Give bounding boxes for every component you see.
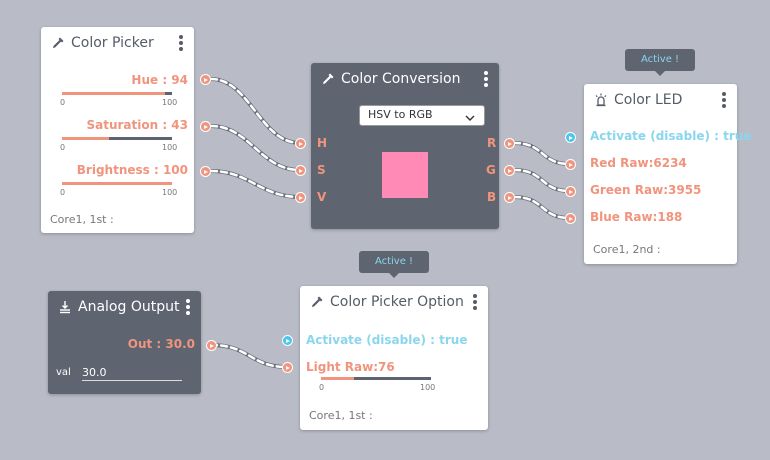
chevron-down-icon	[465, 110, 475, 128]
color-led-active-badge: Active !	[625, 49, 695, 76]
menu-icon[interactable]	[186, 299, 190, 317]
eyedropper-icon	[310, 295, 324, 309]
led-green-input-port[interactable]	[565, 186, 576, 197]
brightness-max: 100	[162, 188, 178, 197]
wire-sat-s	[209, 124, 302, 172]
color-picker-option-title: Color Picker Option	[310, 294, 464, 310]
picker-option-footer: Core1, 1st :	[309, 409, 373, 422]
analog-output-title: Analog Output	[58, 299, 179, 315]
output-r-label: R	[487, 136, 497, 150]
wire-hue-h	[209, 77, 302, 145]
hue-slider-fill	[62, 92, 165, 95]
color-led-footer: Core1, 2nd :	[593, 243, 661, 256]
led-icon	[594, 93, 608, 107]
color-picker-title: Color Picker	[51, 35, 154, 51]
input-h-label: H	[317, 136, 328, 150]
led-blue-input-port[interactable]	[565, 213, 576, 224]
wire-b-blue	[512, 195, 572, 220]
light-raw-input-port[interactable]	[282, 362, 293, 373]
val-label: val	[56, 367, 71, 378]
wire-out-light	[209, 343, 289, 369]
light-slider[interactable]	[321, 377, 431, 380]
saturation-min: 0	[60, 143, 66, 152]
wire-bri-v	[209, 169, 302, 199]
color-led-title: Color LED	[594, 92, 682, 108]
output-g-label: G	[486, 163, 496, 177]
led-activate-label: Activate (disable) : true	[590, 129, 752, 143]
hue-min: 0	[60, 98, 66, 107]
menu-icon[interactable]	[484, 71, 488, 89]
color-preview-swatch	[382, 152, 428, 198]
led-activate-input-port[interactable]	[565, 132, 576, 143]
eyedropper-icon	[51, 36, 65, 50]
saturation-output-port[interactable]	[200, 121, 211, 132]
led-green-raw-label: Green Raw:3955	[590, 183, 702, 197]
analog-output-node[interactable]: Analog Output Out : 30.0 val 30.0	[48, 291, 201, 394]
saturation-slider[interactable]	[62, 137, 172, 140]
brightness-output-port[interactable]	[200, 166, 211, 177]
output-b-label: B	[487, 190, 497, 204]
saturation-label: Saturation : 43	[86, 118, 188, 132]
eyedropper-icon	[321, 72, 335, 86]
led-red-raw-label: Red Raw:6234	[590, 156, 687, 170]
b-output-port[interactable]	[504, 192, 515, 203]
g-output-port[interactable]	[504, 165, 515, 176]
conversion-mode-value: HSV to RGB	[368, 108, 433, 121]
hue-output-port[interactable]	[200, 74, 211, 85]
wire-r-red	[512, 141, 572, 166]
option-activate-label: Activate (disable) : true	[306, 333, 468, 347]
menu-icon[interactable]	[179, 35, 183, 53]
color-picker-footer: Core1, 1st :	[50, 213, 114, 226]
color-conversion-title: Color Conversion	[321, 71, 461, 87]
hue-label: Hue : 94	[131, 73, 188, 87]
brightness-slider-fill	[62, 182, 172, 185]
v-input-port[interactable]	[295, 192, 306, 203]
color-picker-option-node[interactable]: Color Picker Option Activate (disable) :…	[300, 286, 488, 430]
color-picker-node[interactable]: Color Picker Hue : 94 0 100 Saturation :…	[41, 27, 194, 233]
brightness-min: 0	[60, 188, 66, 197]
s-input-port[interactable]	[295, 165, 306, 176]
led-red-input-port[interactable]	[565, 159, 576, 170]
wire-g-green	[512, 168, 572, 193]
option-activate-input-port[interactable]	[282, 335, 293, 346]
val-input[interactable]: 30.0	[82, 366, 182, 381]
input-s-label: S	[317, 163, 326, 177]
analog-out-output-port[interactable]	[206, 340, 217, 351]
led-blue-raw-label: Blue Raw:188	[590, 210, 683, 224]
color-led-node[interactable]: Color LED Activate (disable) : true Red …	[584, 84, 751, 264]
h-input-port[interactable]	[295, 138, 306, 149]
ground-icon	[58, 300, 72, 314]
saturation-slider-fill	[62, 137, 109, 140]
r-output-port[interactable]	[504, 138, 515, 149]
light-slider-fill	[321, 377, 354, 380]
input-v-label: V	[317, 190, 327, 204]
menu-icon[interactable]	[722, 92, 726, 110]
light-raw-label: Light Raw:76	[306, 360, 395, 374]
brightness-label: Brightness : 100	[76, 163, 188, 177]
light-max: 100	[420, 383, 436, 392]
picker-option-active-badge: Active !	[359, 251, 429, 278]
hue-max: 100	[162, 98, 178, 107]
light-min: 0	[319, 383, 325, 392]
color-conversion-node[interactable]: Color Conversion HSV to RGB H S V R G B	[311, 63, 499, 229]
analog-out-label: Out : 30.0	[127, 337, 195, 351]
saturation-max: 100	[162, 143, 178, 152]
menu-icon[interactable]	[473, 294, 477, 312]
conversion-mode-select[interactable]: HSV to RGB	[359, 105, 485, 126]
